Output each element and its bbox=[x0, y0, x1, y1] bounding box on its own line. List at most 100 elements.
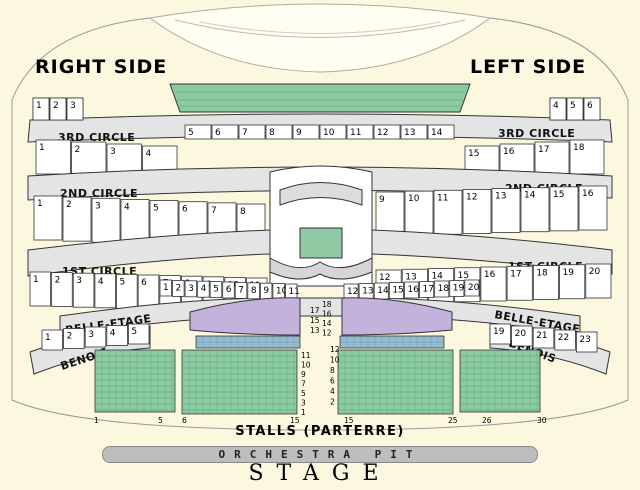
third-circle-side-left-box[interactable] bbox=[66, 97, 84, 121]
belle-right-box[interactable] bbox=[419, 281, 435, 298]
third-circle-left-box-number: 1 bbox=[39, 143, 45, 153]
third-circle-side-left-box-number: 1 bbox=[36, 101, 42, 111]
third-circle-center-box-number: 13 bbox=[404, 128, 415, 138]
third-circle-center-box[interactable] bbox=[400, 124, 428, 140]
first-circle-right-box[interactable] bbox=[506, 265, 533, 301]
belle-right-box-number: 15 bbox=[392, 286, 403, 296]
belle-right-box[interactable] bbox=[464, 279, 480, 297]
benois-left-box[interactable] bbox=[106, 325, 128, 346]
benois-left-box[interactable] bbox=[63, 328, 85, 349]
benois-left-box-number: 4 bbox=[110, 329, 116, 339]
second-circle-left-box-number: 1 bbox=[37, 199, 43, 209]
belle-left-box[interactable] bbox=[197, 280, 210, 298]
belle-right-box[interactable] bbox=[404, 281, 419, 299]
center-row-number: 17 bbox=[310, 306, 320, 315]
front-seat-number: 6 bbox=[182, 416, 187, 425]
belle-right-box-number: 18 bbox=[438, 284, 450, 294]
right-side-label: RIGHT SIDE bbox=[35, 56, 168, 78]
third-circle-side-right-box[interactable] bbox=[566, 97, 584, 121]
first-circle-right-box-number: 16 bbox=[484, 270, 496, 280]
third-circle-center-box[interactable] bbox=[346, 124, 374, 140]
front-seat-number: 30 bbox=[537, 416, 547, 425]
belle-right-box-number: 17 bbox=[423, 285, 434, 295]
benois-right-box[interactable] bbox=[489, 323, 512, 345]
second-circle-right-box[interactable] bbox=[520, 187, 550, 233]
stage-label: STAGE bbox=[248, 461, 392, 486]
stalls-row-number: 9 bbox=[301, 370, 306, 379]
first-circle-left-box[interactable] bbox=[94, 273, 116, 309]
belle-left-box[interactable] bbox=[159, 279, 172, 297]
third-circle-side-right-box[interactable] bbox=[583, 97, 601, 121]
belle-left-box[interactable] bbox=[247, 282, 260, 300]
second-circle-left-box[interactable] bbox=[33, 195, 63, 241]
benois-left-box[interactable] bbox=[41, 329, 64, 351]
third-circle-side-left-box[interactable] bbox=[32, 97, 50, 121]
belle-left-box-number: 2 bbox=[176, 283, 182, 293]
first-circle-left-box[interactable] bbox=[29, 271, 52, 307]
belle-right-box[interactable] bbox=[449, 280, 465, 297]
stalls-right-outer[interactable] bbox=[459, 349, 541, 413]
belle-right-box[interactable] bbox=[434, 280, 450, 298]
benois-left-box-number: 2 bbox=[67, 332, 73, 342]
third-circle-center-box-number: 9 bbox=[296, 128, 302, 138]
benois-right-box[interactable] bbox=[576, 331, 598, 353]
benois-right-box[interactable] bbox=[532, 327, 555, 349]
benois-right-box[interactable] bbox=[511, 325, 533, 347]
belle-left-box[interactable] bbox=[209, 281, 223, 299]
second-circle-left-box[interactable] bbox=[120, 199, 150, 244]
stalls-row-number: 7 bbox=[301, 380, 306, 389]
second-circle-right-box-number: 9 bbox=[379, 195, 385, 205]
ceiling-arc bbox=[148, 3, 492, 73]
belle-left-box[interactable] bbox=[234, 281, 248, 299]
first-circle-right-box[interactable] bbox=[532, 265, 559, 300]
third-circle-left-box[interactable] bbox=[35, 139, 71, 175]
third-circle-center-box[interactable] bbox=[373, 124, 401, 140]
third-circle-center-box[interactable] bbox=[292, 124, 320, 140]
first-circle-left-box[interactable] bbox=[51, 272, 73, 308]
third-circle-side-left-box[interactable] bbox=[49, 97, 67, 121]
third-circle-center-box[interactable] bbox=[319, 124, 347, 140]
second-circle-left-box[interactable] bbox=[62, 196, 92, 242]
center-row-number: 16 bbox=[322, 310, 332, 319]
stalls-left-outer[interactable] bbox=[94, 349, 176, 413]
benois-left-box[interactable] bbox=[84, 326, 107, 348]
second-circle-right-box[interactable] bbox=[404, 190, 434, 236]
second-circle-left-box-number: 6 bbox=[182, 205, 188, 215]
benois-right-box[interactable] bbox=[554, 329, 576, 351]
third-circle-side-right-box[interactable] bbox=[549, 97, 567, 121]
belle-left-box-number: 9 bbox=[263, 286, 269, 296]
belle-left-box[interactable] bbox=[172, 279, 185, 297]
third-circle-center-box[interactable] bbox=[238, 124, 266, 140]
benois-right-box-number: 20 bbox=[515, 329, 527, 339]
third-circle-center-box[interactable] bbox=[211, 124, 239, 140]
second-circle-right-box[interactable] bbox=[433, 189, 463, 235]
belle-left-box[interactable] bbox=[184, 280, 198, 298]
third-circle-center-box[interactable] bbox=[184, 124, 212, 140]
center-row-number: 18 bbox=[322, 300, 332, 309]
second-circle-right-box[interactable] bbox=[578, 185, 608, 231]
second-circle-right-box[interactable] bbox=[491, 188, 521, 233]
benois-right-box-number: 21 bbox=[536, 331, 547, 341]
stalls-row-number: 1 bbox=[301, 408, 306, 417]
first-circle-right-box[interactable] bbox=[585, 263, 612, 299]
first-circle-right-box[interactable] bbox=[480, 266, 507, 302]
first-circle-left-box[interactable] bbox=[72, 272, 95, 308]
third-circle-center-box-number: 11 bbox=[350, 128, 361, 138]
first-circle-left-box-number: 2 bbox=[55, 276, 61, 286]
third-circle-center-box[interactable] bbox=[265, 124, 293, 140]
belle-left-box[interactable] bbox=[222, 281, 235, 299]
belle-center-seats bbox=[189, 297, 301, 336]
second-circle-right-box[interactable] bbox=[549, 186, 579, 232]
third-circle-center-box[interactable] bbox=[427, 124, 455, 140]
second-circle-right-box[interactable] bbox=[462, 189, 492, 234]
benois-right-box-number: 22 bbox=[558, 333, 569, 343]
second-circle-right-box[interactable] bbox=[375, 191, 405, 237]
first-circle-right-box-number: 14 bbox=[431, 272, 443, 282]
benois-left-box[interactable] bbox=[127, 323, 150, 345]
first-circle-right-box[interactable] bbox=[559, 264, 586, 300]
belle-right-box[interactable] bbox=[388, 282, 404, 299]
third-circle-left-box[interactable] bbox=[71, 141, 107, 177]
stalls-left-center[interactable] bbox=[181, 349, 298, 415]
stalls-right-center[interactable] bbox=[337, 349, 454, 415]
third-circle-right-box[interactable] bbox=[569, 139, 605, 175]
